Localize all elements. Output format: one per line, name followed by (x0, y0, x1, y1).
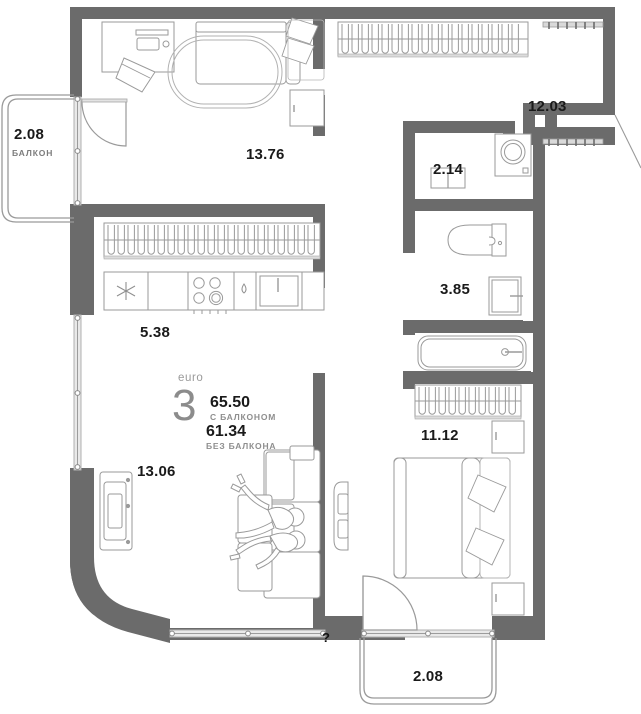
tv-stand (99, 471, 133, 551)
euro-label: euro (178, 372, 204, 384)
seated-person-2 (229, 530, 306, 570)
wall-tv (333, 481, 349, 551)
nightstand (491, 582, 525, 616)
furniture-bedroom-bottom (393, 420, 525, 616)
balcony-left (1, 94, 74, 223)
hall-cabinet (430, 167, 466, 189)
wardrobe-bedroom-right-2 (542, 138, 604, 146)
entry-door (362, 575, 418, 631)
wardrobe-bedroom-right (542, 21, 604, 29)
room-count: 3 (172, 381, 197, 430)
balcony-door (81, 98, 128, 147)
area-label-living-room: 13.06 (137, 463, 176, 480)
pillows (465, 474, 507, 566)
rug (167, 35, 283, 109)
seated-person-1 (230, 473, 305, 539)
area-label-balcony-left: 2.08 (14, 126, 44, 143)
doors[interactable] (81, 98, 418, 631)
washing-machine (494, 133, 532, 177)
kitchen-sink (255, 271, 303, 311)
wall-structure (70, 7, 615, 643)
kitchen-units (103, 271, 325, 314)
area-label-kitchen: 5.38 (140, 324, 170, 341)
area-label-balcony-bottom: 2.08 (413, 668, 443, 685)
furniture-living-room (99, 445, 349, 599)
unknown-marker: ? (322, 630, 330, 645)
area-label-hall-laundry: 2.14 (433, 161, 463, 178)
area-without-balcony-caption: БЕЗ БАЛКОНА (206, 441, 277, 451)
area-label-bedroom-top: 13.76 (246, 146, 285, 163)
area-without-balcony: 61.34 (206, 423, 247, 440)
leader-line (614, 114, 641, 169)
area-with-balcony-caption: С БАЛКОНОМ (210, 412, 277, 422)
toilet (447, 223, 507, 257)
furniture-bedroom-top (101, 17, 325, 127)
nightstand (289, 89, 325, 127)
nightstand (491, 420, 525, 454)
area-label-bedroom-bottom: 11.12 (421, 427, 459, 444)
radiator-bedroom-bottom (414, 384, 522, 420)
bathtub (417, 335, 527, 371)
bathroom-fixtures (417, 223, 527, 371)
desk (101, 21, 175, 73)
apartment-summary-badge: euro 3 65.50 С БАЛКОНОМ 61.34 БЕЗ БАЛКОН… (172, 372, 307, 452)
refrigerator (103, 271, 149, 311)
area-with-balcony: 65.50 (210, 394, 251, 411)
area-label-bathroom: 3.85 (440, 281, 470, 298)
desk-chair (115, 57, 156, 93)
washbasin (488, 276, 523, 316)
radiator-bedroom-right (337, 21, 529, 58)
cooktop (187, 271, 235, 314)
area-label-bedroom-right: 12.03 (528, 98, 567, 115)
windows[interactable] (73, 96, 495, 638)
balcony-left-sublabel: БАЛКОН (12, 148, 54, 158)
radiator-kitchen (103, 222, 321, 260)
pillows (281, 17, 325, 81)
balcony-bottom (359, 638, 497, 705)
